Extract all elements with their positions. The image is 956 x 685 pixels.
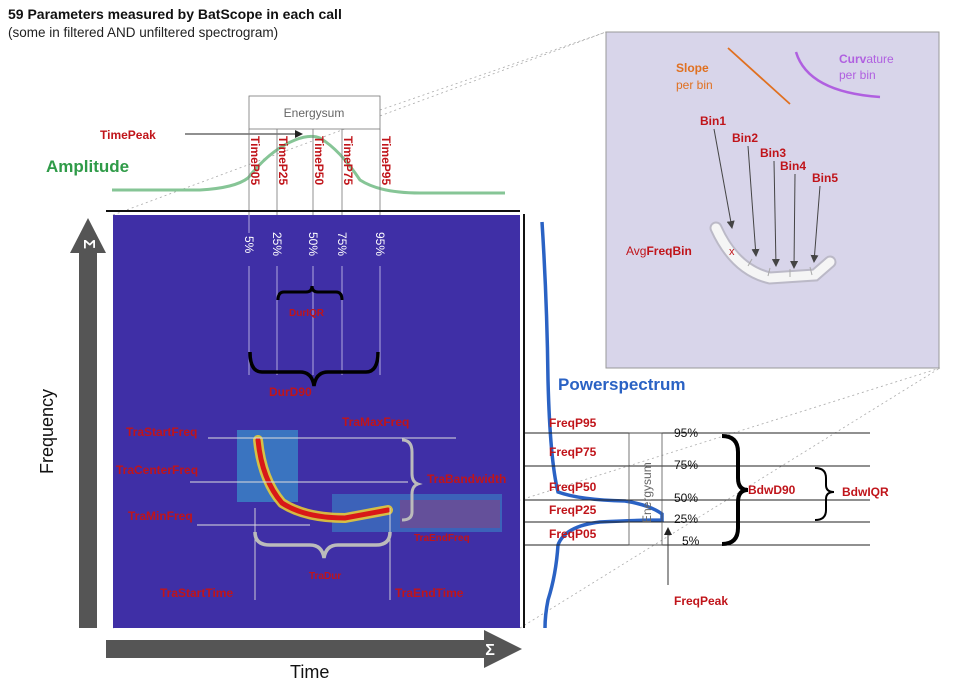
traminfreq-label: TraMinFreq <box>128 509 193 523</box>
inset-panel: Slope per bin Curvature per bin Bin1 Bin… <box>605 31 940 369</box>
freqp25-label: FreqP25 <box>549 503 597 517</box>
durd90-brace <box>248 351 380 387</box>
bin4-label: Bin4 <box>780 159 806 173</box>
bdwiqr-brace <box>814 467 835 521</box>
traendtime-label: TraEndTime <box>395 586 464 600</box>
energysum-box-right <box>628 432 663 546</box>
inset-call-shape <box>709 221 837 285</box>
trastartfreq-label: TraStartFreq <box>126 425 197 439</box>
trabandwidth-brace <box>401 438 423 522</box>
freqp95-label: FreqP95 <box>549 416 597 430</box>
page-title: 59 Parameters measured by BatScope in ea… <box>8 6 342 22</box>
freqpeak-label: FreqPeak <box>674 594 728 608</box>
frequency-axis-sigma: Σ <box>80 239 97 249</box>
timepeak-label: TimePeak <box>100 128 156 142</box>
trastarttime-label: TraStartTime <box>160 586 233 600</box>
duriqr-brace <box>276 285 344 301</box>
traendfreq-label: TraEndFreq <box>414 533 470 544</box>
avgfreqbin-label: AvgFreqBin <box>626 244 692 258</box>
bin1-arrow <box>713 128 735 229</box>
timep75-label: TimeP75 <box>341 136 355 185</box>
energysum-label-right: Energysum <box>640 462 654 523</box>
tradur-label: TraDur <box>309 571 341 582</box>
amplitude-curve <box>112 134 505 195</box>
trabandwidth-label: TraBandwidth <box>427 472 506 486</box>
time-pct-95: 95% <box>373 232 387 256</box>
curvature-label: Curvature <box>839 52 894 66</box>
time-pct-50: 50% <box>306 232 320 256</box>
time-axis-sigma: Σ <box>485 642 495 659</box>
time-pct-75: 75% <box>335 232 349 256</box>
avgfreqbin-mark: x <box>729 246 735 258</box>
durd90-label: DurD90 <box>269 385 312 399</box>
bin3-arrow <box>771 160 780 267</box>
energysum-box-top <box>248 95 381 130</box>
frequency-axis-label: Frequency <box>37 389 57 474</box>
tramaxfreq-label: TraMaxFreq <box>342 415 409 429</box>
spectrogram-area <box>113 215 520 628</box>
bin2-arrow <box>747 145 760 257</box>
freq-pct-25: 25% <box>674 512 698 526</box>
call-spectrogram <box>237 430 502 532</box>
tra-lines <box>190 437 456 600</box>
bin5-arrow <box>810 185 821 263</box>
powerspectrum-curve <box>540 221 664 629</box>
bdwiqr-label: BdwIQR <box>842 485 889 499</box>
frequency-axis: Σ <box>70 218 106 628</box>
timep95-label: TimeP95 <box>379 136 393 185</box>
timep50-label: TimeP50 <box>312 136 326 185</box>
duriqr-label: DurIQR <box>289 308 325 319</box>
time-param-labels: TimeP05 TimeP25 TimeP50 TimeP75 TimeP95 <box>248 136 393 185</box>
tradur-brace <box>253 531 392 559</box>
bin5-label: Bin5 <box>812 171 838 185</box>
energysum-label-top: Energysum <box>284 106 345 120</box>
curvature-per-bin-label: per bin <box>839 68 876 82</box>
freq-pct-5: 5% <box>682 534 700 548</box>
bdwd90-brace <box>721 434 749 546</box>
freq-percentile-lines <box>525 432 870 546</box>
freqp05-label: FreqP05 <box>549 527 597 541</box>
amplitude-label: Amplitude <box>46 157 129 176</box>
freqp75-label: FreqP75 <box>549 445 597 459</box>
freqp50-label: FreqP50 <box>549 480 597 494</box>
freq-pct-50: 50% <box>674 491 698 505</box>
powerspectrum-label: Powerspectrum <box>558 375 686 394</box>
tracenterfreq-label: TraCenterFreq <box>116 463 198 477</box>
freq-pct-95: 95% <box>674 426 698 440</box>
page-subtitle: (some in filtered AND unfiltered spectro… <box>8 25 278 40</box>
time-pct-5: 5% <box>242 236 256 254</box>
freq-pct-75: 75% <box>674 458 698 472</box>
time-pct-25: 25% <box>270 232 284 256</box>
time-axis-label: Time <box>290 662 329 682</box>
bin2-label: Bin2 <box>732 131 758 145</box>
bin1-label: Bin1 <box>700 114 726 128</box>
timep05-label: TimeP05 <box>248 136 262 185</box>
time-percent-labels: 5% 25% 50% 75% 95% <box>242 232 387 256</box>
time-axis: Σ <box>106 630 522 668</box>
bin4-arrow <box>790 173 799 269</box>
timep25-label: TimeP25 <box>276 136 290 185</box>
bin3-label: Bin3 <box>760 146 786 160</box>
slope-label: Slope <box>676 61 709 75</box>
slope-per-bin-label: per bin <box>676 78 713 92</box>
bdwd90-label: BdwD90 <box>748 483 796 497</box>
